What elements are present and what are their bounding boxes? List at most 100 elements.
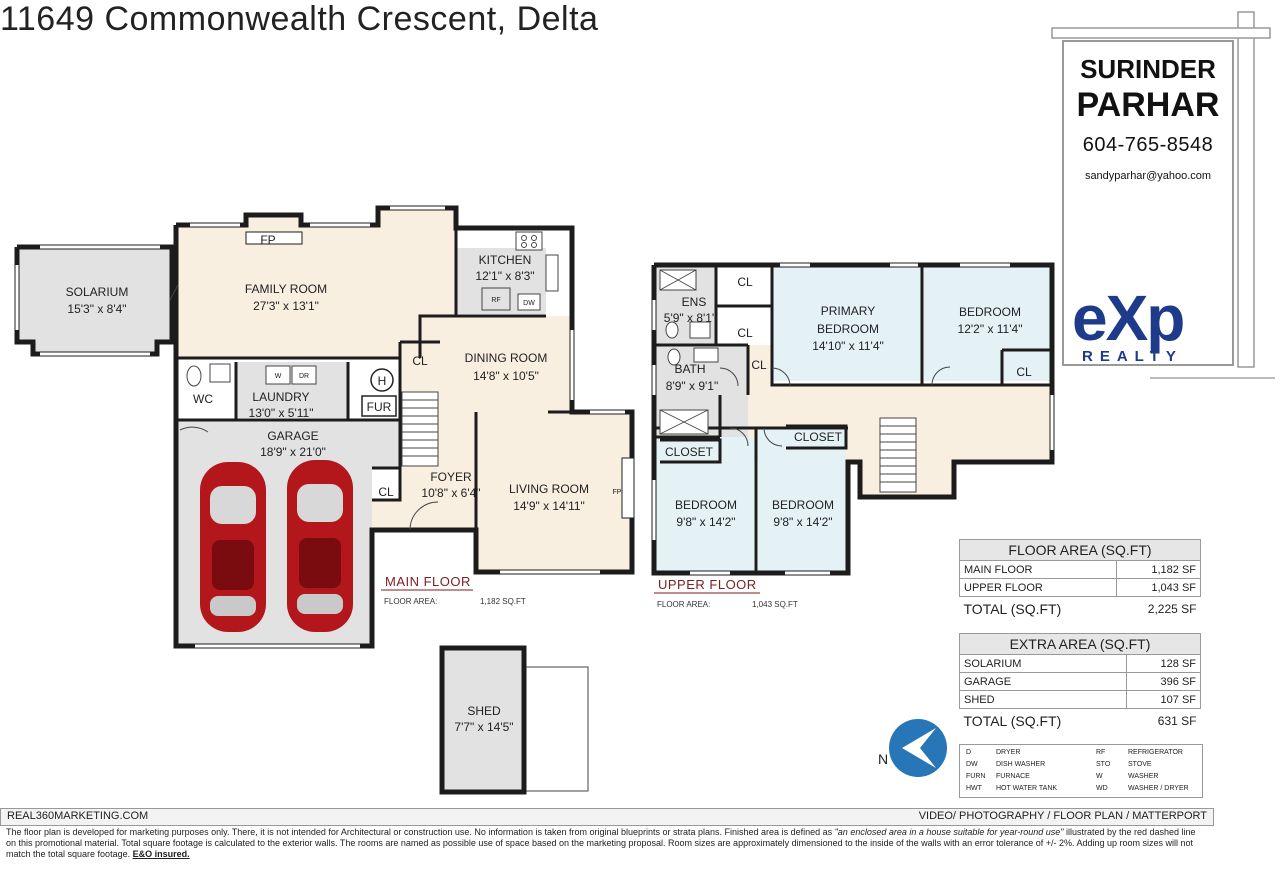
sign-post <box>1051 11 1275 379</box>
room-dim: 9'8" x 14'2" <box>676 515 735 529</box>
room-label: WC <box>193 392 213 406</box>
room-dim: 5'9" x 8'1" <box>664 311 716 325</box>
room-dim: 9'8" x 14'2" <box>773 515 832 529</box>
row-value: 107 SF <box>1126 690 1201 709</box>
solarium-area <box>17 247 172 354</box>
agent-first-name: SURINDER <box>1080 54 1216 84</box>
room-dim: 14'8" x 10'5" <box>473 369 539 383</box>
dining-room-area <box>420 316 572 412</box>
disclaimer-part: The floor plan is developed for marketin… <box>6 827 835 837</box>
main-floor: SOLARIUM 15'3" x 8'4" FAMILY ROOM 27'3" … <box>14 205 635 649</box>
closet-tag: CL <box>737 275 753 289</box>
room-label: SOLARIUM <box>66 285 129 299</box>
upper-floor-area-value: 1,043 SQ.FT <box>752 600 798 609</box>
legend-code: FURN <box>966 773 986 780</box>
abbreviation-legend: D DRYER DW DISH WASHER FURN FURNACE HWT … <box>959 744 1203 798</box>
extra-area-header: EXTRA AREA (SQ.FT) <box>959 633 1201 655</box>
total-value: 2,225 SF <box>1147 602 1197 616</box>
closet-tag: CL <box>737 326 753 340</box>
legend-code: DW <box>966 761 978 768</box>
disclaimer-part: illustrated by the red dashed line on th… <box>6 827 1196 859</box>
footer-bar: REAL360MARKETING.COM VIDEO/ PHOTOGRAPHY … <box>0 808 1214 826</box>
closet-tag: CL <box>1016 365 1032 379</box>
legend-code: RF <box>1096 749 1106 756</box>
disclaimer-quote: "an enclosed area in a house suitable fo… <box>834 827 1064 837</box>
closet-tag: CL <box>412 354 428 368</box>
room-label: PRIMARY <box>821 304 875 318</box>
agent-email: sandyparhar@yahoo.com <box>1084 170 1212 182</box>
main-floor-label: MAIN FLOOR <box>385 574 471 589</box>
room-label: ENS <box>682 295 707 309</box>
room-dim: 27'3" x 13'1" <box>253 299 319 313</box>
footer-services: VIDEO/ PHOTOGRAPHY / FLOOR PLAN / MATTER… <box>918 810 1207 822</box>
room-label: BEDROOM <box>817 322 879 336</box>
room-dim: 15'3" x 8'4" <box>67 302 126 316</box>
row-label: UPPER FLOOR <box>959 578 1117 597</box>
legend-code: W <box>1096 773 1103 780</box>
legend-desc: STOVE <box>1128 761 1152 768</box>
room-label: LIVING ROOM <box>509 482 589 496</box>
disclaimer-insured: E&O insured. <box>132 849 190 859</box>
table-row-total: TOTAL (SQ.FT) 631 SF <box>960 709 1201 731</box>
row-label: SHED <box>958 690 1128 709</box>
room-label: BEDROOM <box>675 498 737 512</box>
legend-code: WD <box>1096 785 1108 792</box>
legend-desc: HOT WATER TANK <box>996 785 1058 792</box>
room-label: BATH <box>674 362 705 376</box>
room-dim: 14'10" x 11'4" <box>812 339 884 353</box>
fireplace-tag: FP <box>260 233 275 247</box>
row-label: GARAGE <box>958 672 1128 691</box>
room-dim: 12'1" x 8'3" <box>475 269 534 283</box>
legend-code: STO <box>1096 761 1111 768</box>
room-label: FOYER <box>430 470 472 484</box>
fireplace-tag: FP <box>613 489 622 496</box>
footer-website-link[interactable]: REAL360MARKETING.COM <box>7 810 149 822</box>
room-label: KITCHEN <box>479 253 532 267</box>
row-value: 1,182 SF <box>1115 560 1202 579</box>
total-label: TOTAL (SQ.FT) <box>963 713 1062 729</box>
agent-phone: 604-765-8548 <box>1082 134 1214 156</box>
disclaimer-text: The floor plan is developed for marketin… <box>6 827 1201 860</box>
room-dim: 18'9" x 21'0" <box>260 445 326 459</box>
brand-logo: eXp <box>1072 282 1185 354</box>
agent-last-name: PARHAR <box>1076 86 1220 124</box>
living-room-area <box>476 412 632 572</box>
room-label: BEDROOM <box>772 498 834 512</box>
room-dim: 13'0" x 5'11" <box>249 406 314 420</box>
row-value: 396 SF <box>1126 672 1201 691</box>
room-label: LAUNDRY <box>252 390 309 404</box>
total-value: 631 SF <box>1157 714 1197 728</box>
hwt-tag: H <box>378 374 387 388</box>
room-label: DINING ROOM <box>465 351 548 365</box>
legend-desc: FURNACE <box>996 773 1030 780</box>
brand-sub: REALTY <box>1082 348 1183 365</box>
dryer-tag: DR <box>299 373 309 380</box>
room-dim: 10'8" x 6'4" <box>421 486 480 500</box>
upper-floor: ENS 5'9" x 8'1" CL CL PRIMARY BEDROOM 14… <box>651 262 1055 609</box>
row-label: MAIN FLOOR <box>959 560 1117 579</box>
legend-desc: WASHER <box>1128 773 1159 780</box>
agent-sign: SURINDER PARHAR 604-765-8548 sandyparhar… <box>1062 40 1234 366</box>
compass-label: N <box>878 751 888 767</box>
legend-desc: WASHER / DRYER <box>1128 785 1189 792</box>
closet-tag: CLOSET <box>794 430 843 444</box>
closet-tag: CL <box>751 358 767 372</box>
legend-code: D <box>966 749 972 756</box>
row-value: 128 SF <box>1126 654 1201 673</box>
furnace-tag: FUR <box>367 400 392 414</box>
room-dim: 7'7" x 14'5" <box>454 720 513 734</box>
closet-tag: CL <box>378 485 394 499</box>
washer-tag: W <box>275 373 282 380</box>
closet-tag: CLOSET <box>665 445 714 459</box>
car-icon <box>287 460 353 632</box>
legend-desc: DRYER <box>996 749 1021 756</box>
main-floor-area-value: 1,182 SQ.FT <box>480 597 526 606</box>
row-value: 1,043 SF <box>1115 578 1202 597</box>
upper-floor-label: UPPER FLOOR <box>658 577 757 592</box>
upper-floor-area-label: FLOOR AREA: <box>657 600 710 609</box>
